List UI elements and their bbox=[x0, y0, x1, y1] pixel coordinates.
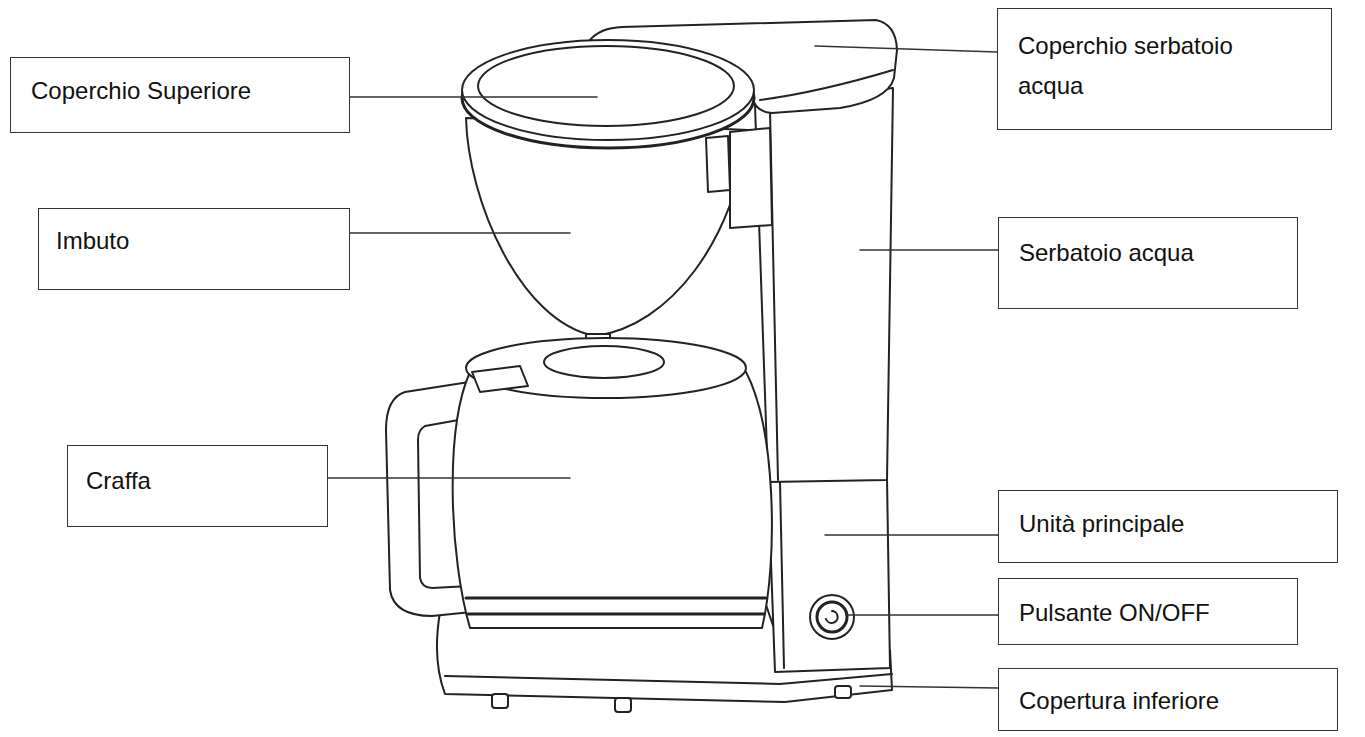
carafe-stripe bbox=[466, 598, 766, 614]
foot bbox=[615, 698, 631, 712]
part-label: Coperchio serbatoio acqua bbox=[1018, 26, 1298, 106]
label-box: Unità principale bbox=[998, 490, 1338, 563]
carafe-latch bbox=[472, 366, 528, 392]
leader-line bbox=[350, 96, 597, 98]
top-lid-inner bbox=[478, 46, 734, 126]
power-button bbox=[810, 595, 854, 639]
part-label: Imbuto bbox=[56, 221, 336, 261]
water-tank bbox=[755, 88, 893, 482]
main-unit-edge bbox=[780, 482, 784, 668]
leader-line bbox=[328, 477, 570, 479]
power-button-inner bbox=[817, 602, 847, 632]
foot bbox=[835, 686, 851, 698]
part-label: Craffa bbox=[86, 461, 316, 501]
part-label: Coperchio Superiore bbox=[31, 71, 341, 111]
part-label: Copertura inferiore bbox=[1019, 681, 1329, 721]
label-box: Coperchio Superiore bbox=[10, 57, 350, 133]
leader-line bbox=[350, 232, 570, 234]
leader-line bbox=[860, 249, 998, 251]
foot bbox=[492, 694, 508, 708]
label-box: Craffa bbox=[67, 445, 328, 527]
base-edge bbox=[445, 674, 892, 684]
carafe-lid-inner bbox=[544, 346, 664, 378]
leader-line bbox=[825, 534, 998, 536]
label-box: Pulsante ON/OFF bbox=[998, 578, 1298, 645]
part-label: Unità principale bbox=[1019, 504, 1329, 544]
leader-lines bbox=[328, 46, 998, 688]
label-box: Copertura inferiore bbox=[998, 668, 1338, 731]
funnel-bracket bbox=[706, 128, 772, 228]
label-box: Imbuto bbox=[38, 208, 350, 290]
part-label: Serbatoio acqua bbox=[1019, 233, 1289, 273]
label-box: Serbatoio acqua bbox=[998, 217, 1298, 309]
leader-line bbox=[860, 686, 998, 688]
leader-line bbox=[846, 614, 998, 616]
carafe-lid bbox=[466, 338, 746, 398]
part-label: Pulsante ON/OFF bbox=[1019, 593, 1289, 633]
water-tank-lid-edge bbox=[760, 70, 893, 100]
top-lid bbox=[462, 40, 754, 140]
power-button-mark bbox=[826, 611, 838, 623]
main-unit bbox=[768, 478, 890, 672]
leader-line bbox=[815, 46, 997, 52]
label-box: Coperchio serbatoio acqua bbox=[997, 8, 1332, 130]
carafe-body bbox=[453, 372, 772, 628]
